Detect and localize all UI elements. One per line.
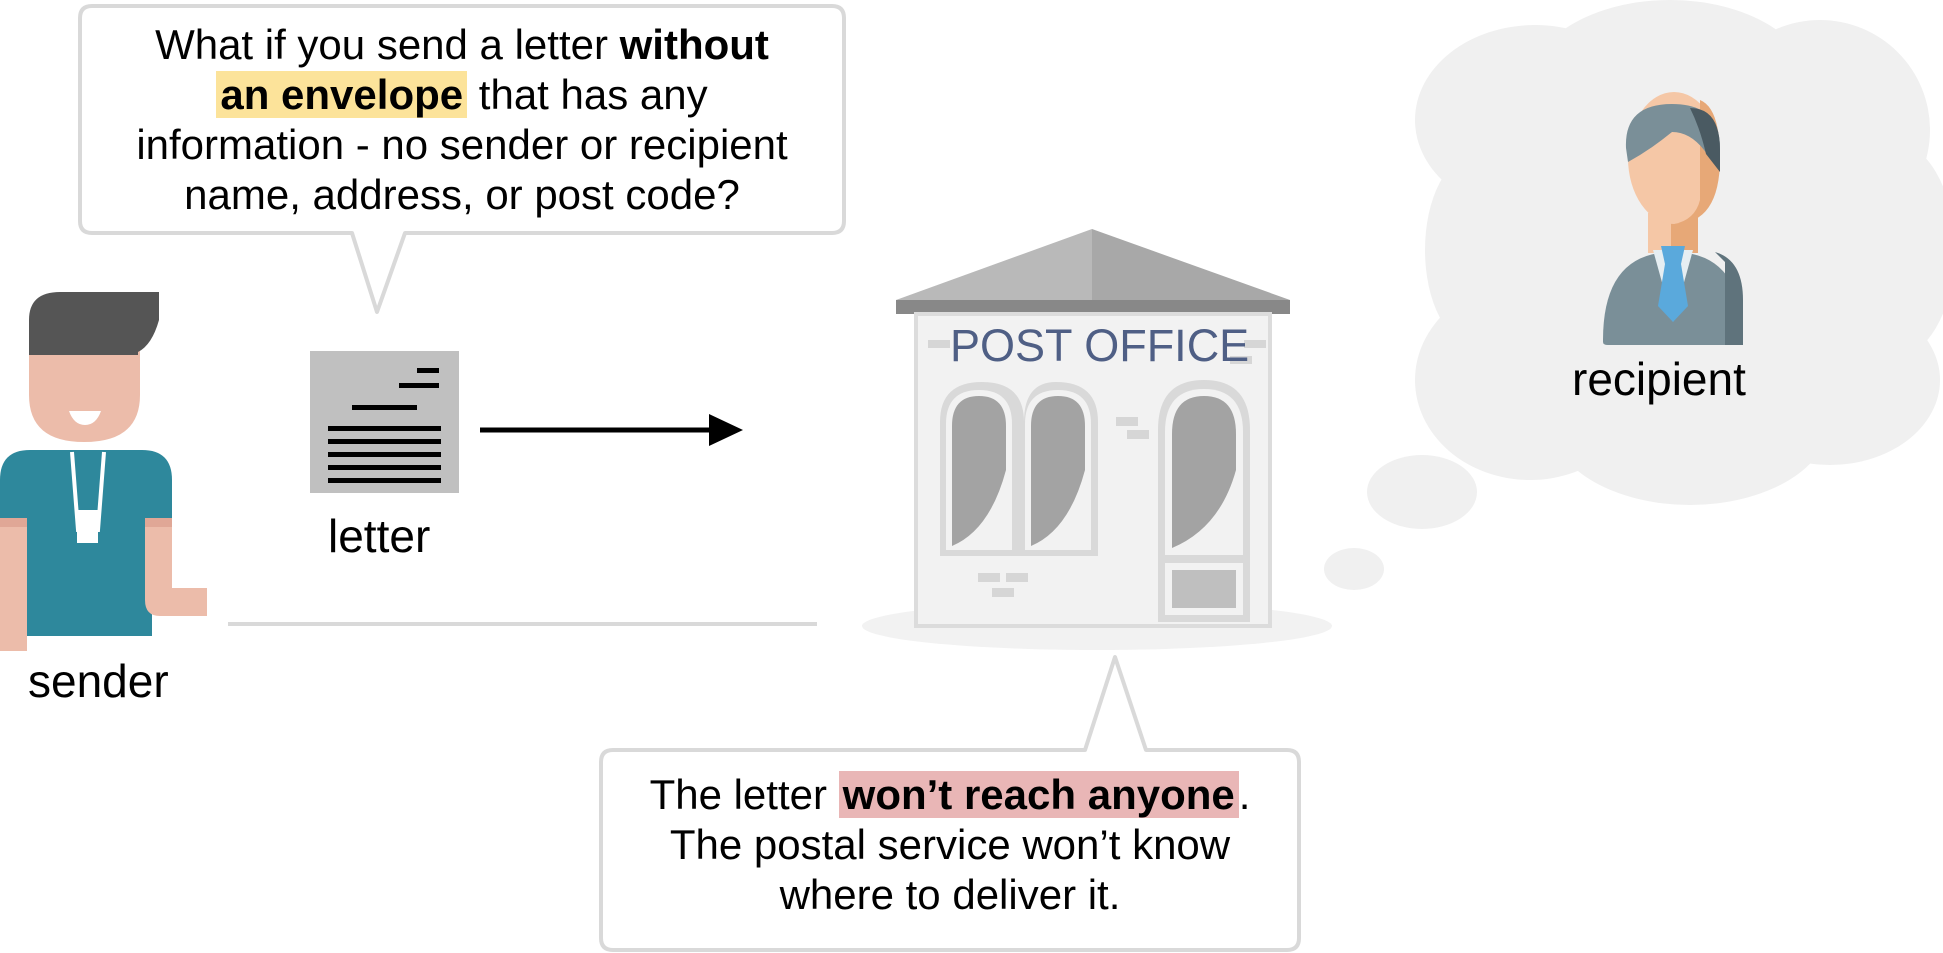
arrow-icon <box>480 414 743 446</box>
bottom-bubble-line-2: The postal service won’t know <box>669 821 1231 868</box>
post-office-icon <box>862 229 1332 650</box>
recipient-person-icon <box>1603 92 1743 345</box>
highlight-wont-reach-anyone: won’t reach anyone <box>838 771 1239 818</box>
bottom-bubble-line-1: The letter won’t reach anyone. <box>649 771 1251 818</box>
post-office-sign: POST OFFICE <box>950 320 1250 371</box>
sender-person-icon <box>0 292 207 651</box>
highlight-an-envelope: an envelope <box>216 71 468 118</box>
top-bubble-line-1: What if you send a letter without <box>155 21 769 68</box>
thought-cloud-icon <box>1324 0 1943 590</box>
top-bubble-text: What if you send a letter without an env… <box>80 20 844 220</box>
bottom-bubble-line-3: where to deliver it. <box>779 871 1121 918</box>
top-bubble-line-2: an envelope that has any <box>80 70 844 120</box>
sender-label: sender <box>28 655 169 707</box>
letter-label: letter <box>328 510 431 562</box>
bottom-bubble-text: The letter won’t reach anyone. The posta… <box>601 770 1299 920</box>
letter-icon <box>310 351 459 493</box>
top-bubble-line-4: name, address, or post code? <box>184 171 740 218</box>
recipient-label: recipient <box>1572 353 1746 405</box>
top-bubble-line-3: information - no sender or recipient <box>136 121 788 168</box>
